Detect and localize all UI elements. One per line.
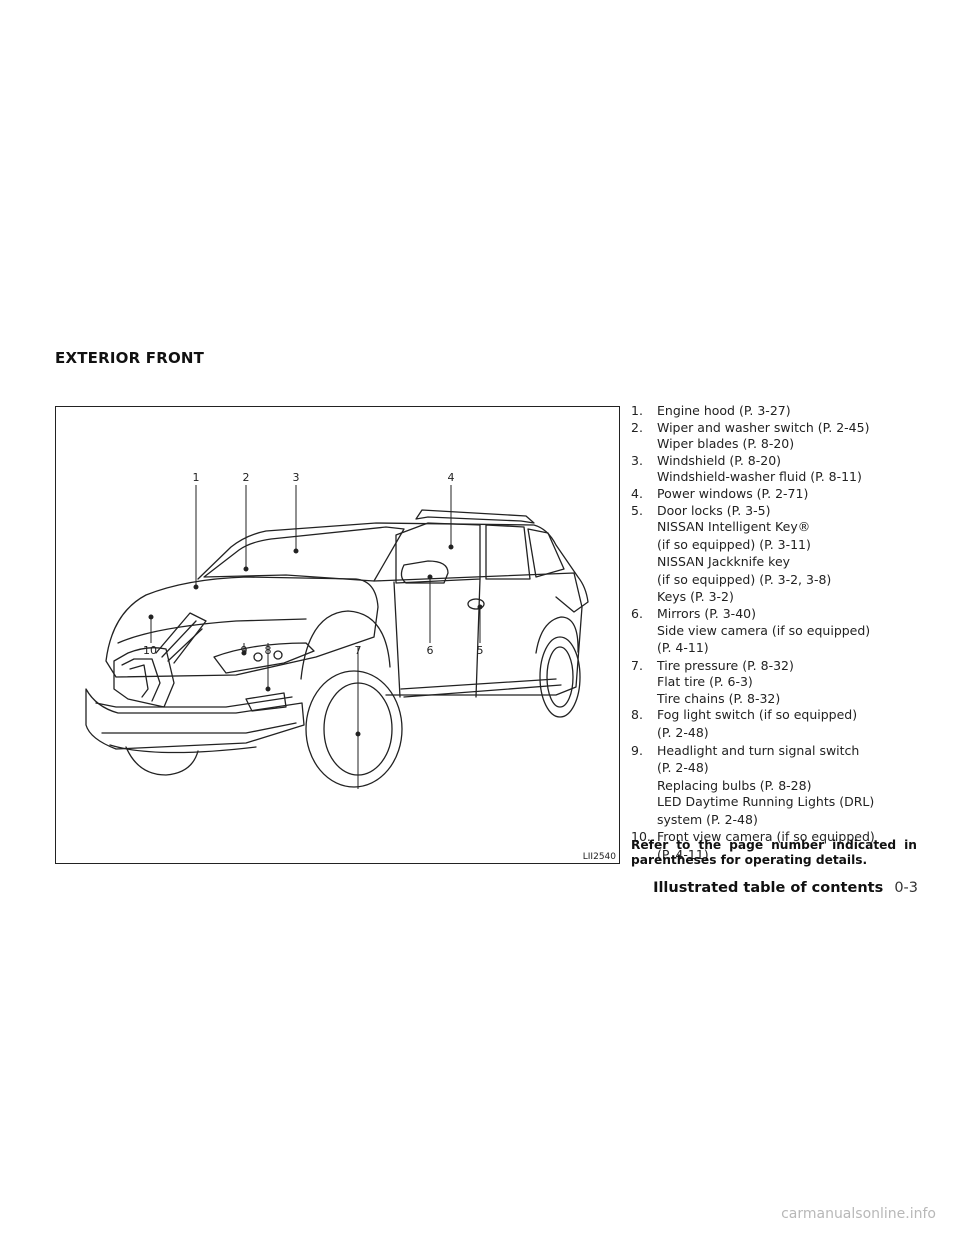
callout-2: 2 (242, 471, 250, 484)
callout-6: 6 (426, 644, 434, 657)
list-item: 9. Headlight and turn signal switch (P. 2-… (631, 743, 921, 830)
page-footer: Illustrated table of contents 0-3 (653, 877, 918, 896)
item-text: LED Daytime Running Lights (DRL) (657, 794, 875, 810)
section-title: EXTERIOR FRONT (55, 349, 205, 367)
item-number: 4. (631, 485, 643, 501)
item-text: Door locks (P. 3-5) (657, 502, 771, 518)
callout-1: 1 (192, 471, 200, 484)
item-text: Front view camera (if so equipped) (657, 829, 875, 845)
leader-4-dot (448, 544, 454, 550)
item-text: (if so equipped) (P. 3-2, 3-8) (657, 571, 832, 587)
callout-7: 7 (354, 644, 362, 657)
page-number: 0-3 (894, 880, 918, 896)
figure-code: LII2540 (582, 852, 616, 862)
item-text: Windshield (P. 8-20) (657, 452, 782, 468)
leader-3-dot (293, 548, 299, 554)
leader-2-dot (243, 566, 249, 572)
item-number: 8. (631, 707, 643, 723)
callout-leaders (148, 485, 483, 789)
list-item: 7. Tire pressure (P. 8-32)Flat tire (P. 6… (631, 658, 921, 708)
item-text: Flat tire (P. 6-3) (657, 674, 753, 690)
list-item: 1. Engine hood (P. 3-27) (631, 403, 921, 420)
callout-5: 5 (476, 644, 484, 657)
item-text: Engine hood (P. 3-27) (657, 403, 791, 418)
callout-9: 9 (240, 644, 248, 657)
item-text: Tire pressure (P. 8-32) (657, 657, 794, 673)
item-number: 1. (631, 403, 643, 418)
list-item: 6. Mirrors (P. 3-40)Side view camera (if … (631, 606, 921, 658)
item-text: Headlight and turn signal switch (657, 742, 860, 758)
item-text: (P. 4-11) (657, 846, 709, 862)
leader-8-dot (265, 686, 271, 692)
item-number: 9. (631, 742, 643, 758)
item-number: 5. (631, 502, 643, 518)
list-item: 2. Wiper and washer switch (P. 2-45)Wiper… (631, 420, 921, 453)
item-text: Mirrors (P. 3-40) (657, 605, 756, 621)
item-text: Side view camera (if so equipped) (657, 622, 871, 638)
item-text: (P. 2-48) (657, 760, 709, 776)
leader-10-dot (148, 614, 154, 620)
item-number: 7. (631, 657, 643, 673)
item-text: Tire chains (P. 8-32) (657, 690, 781, 706)
item-text: Wiper blades (P. 8-20) (657, 436, 795, 452)
suv-line-drawing (85, 509, 589, 788)
item-text: NISSAN Intelligent Key® (657, 519, 811, 535)
item-text: (P. 2-48) (657, 725, 709, 740)
callout-4: 4 (447, 471, 455, 484)
operating-details-note: Refer to the page number indicated in pa… (631, 838, 917, 867)
item-text: Fog light switch (if so equipped) (657, 707, 858, 723)
list-item: 5. Door locks (P. 3-5)NISSAN Intelligent … (631, 503, 921, 606)
item-text: (if so equipped) (P. 3-11) (657, 536, 811, 552)
callout-8: 8 (264, 644, 272, 657)
callout-3: 3 (292, 471, 300, 484)
vehicle-exterior-illustration: 1 2 3 4 5 6 7 8 9 10 LII2540 (55, 406, 620, 864)
leader-1-dot (193, 584, 199, 590)
item-text: system (P. 2-48) (657, 811, 758, 827)
list-item: 4. Power windows (P. 2-71) (631, 486, 921, 503)
item-text: Windshield-washer fluid (P. 8-11) (657, 469, 862, 485)
leader-9-dot (241, 650, 247, 656)
item-number: 2. (631, 419, 643, 435)
callout-10: 10 (143, 644, 157, 657)
leader-5-dot (477, 604, 483, 610)
component-list: 1. Engine hood (P. 3-27) 2. Wiper and washe… (631, 403, 921, 864)
item-text: Power windows (P. 2-71) (657, 485, 809, 501)
item-text: NISSAN Jackknife key (657, 554, 791, 570)
item-text: Keys (P. 3-2) (657, 589, 734, 605)
chapter-title: Illustrated table of contents (653, 880, 884, 896)
list-item: 3. Windshield (P. 8-20)Windshield-washer … (631, 453, 921, 486)
list-item: 8. Fog light switch (if so equipped) (P. 2… (631, 707, 921, 742)
item-text: (P. 4-11) (657, 640, 709, 656)
item-number: 3. (631, 452, 643, 468)
list-item: 10. Front view camera (if so equipped)(P.… (631, 829, 921, 864)
item-text: Replacing bulbs (P. 8-28) (657, 777, 812, 793)
item-text: Wiper and washer switch (P. 2-45) (657, 419, 870, 435)
item-number: 6. (631, 605, 643, 621)
item-number: 10. (631, 829, 651, 845)
watermark: carmanualsonline.info (781, 1206, 936, 1222)
leader-6-dot (427, 574, 433, 580)
leader-7-dot (355, 731, 361, 737)
